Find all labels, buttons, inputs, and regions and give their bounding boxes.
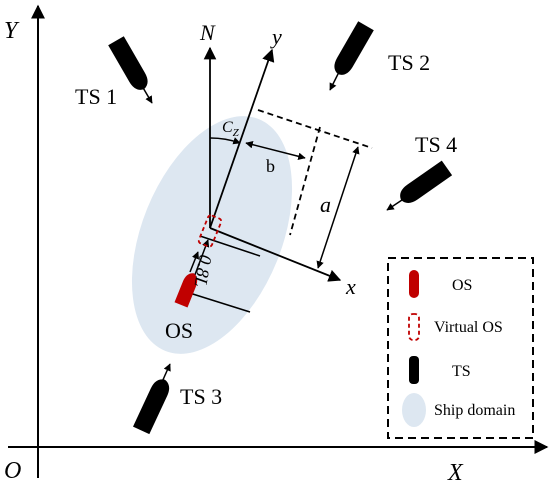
ts4-label: TS 4 [415,132,457,157]
ship-domain-ellipse [131,116,293,354]
global-x-label: X [447,460,464,486]
ts4-heading [386,199,403,211]
own-ship-heading [189,251,199,273]
origin-label: O [4,458,21,484]
ts1-label: TS 1 [75,84,117,109]
legend-ts-swatch [409,356,419,384]
cz-angle-arc [209,137,241,145]
legend-ship-domain-swatch [402,393,426,427]
legend-virtual-os-label: Virtual OS [434,319,503,336]
domain-top-edge [257,109,373,149]
legend-ship-domain-label: Ship domain [434,402,515,419]
ship-x-label: x [345,274,356,299]
virtual-own-ship [197,214,223,248]
ts1-ship-icon [108,36,148,90]
legend-virtual-os-swatch [408,313,420,341]
ts3-ship-icon [133,379,170,435]
ship-y-label: y [270,24,282,49]
legend-os-swatch [409,270,419,298]
legend-ts-label: TS [452,363,471,380]
ts2-heading [329,73,339,91]
cz-label: CZ [222,119,240,139]
domain-inner-edge [289,126,321,236]
offset-tick-top [199,235,261,257]
ship-x-axis [209,227,342,282]
own-ship-label: OS [165,318,193,343]
a-label: a [320,192,331,217]
dim-a [316,146,360,269]
legend-os-label: OS [452,277,472,294]
north-label: N [199,20,216,45]
ts2-label: TS 2 [388,50,430,75]
ts1-heading [141,85,153,104]
ts2-ship-icon [334,21,374,75]
ts4-ship-icon [400,160,453,204]
dim-b [245,141,306,160]
global-y-label: Y [4,18,20,44]
ship-y-axis [209,48,275,229]
b-label: b [266,156,275,176]
ts3-label: TS 3 [180,384,222,409]
own-ship-icon [174,273,198,308]
legend: OS Virtual OS TS Ship domain [387,257,534,439]
ts3-heading [161,363,171,383]
